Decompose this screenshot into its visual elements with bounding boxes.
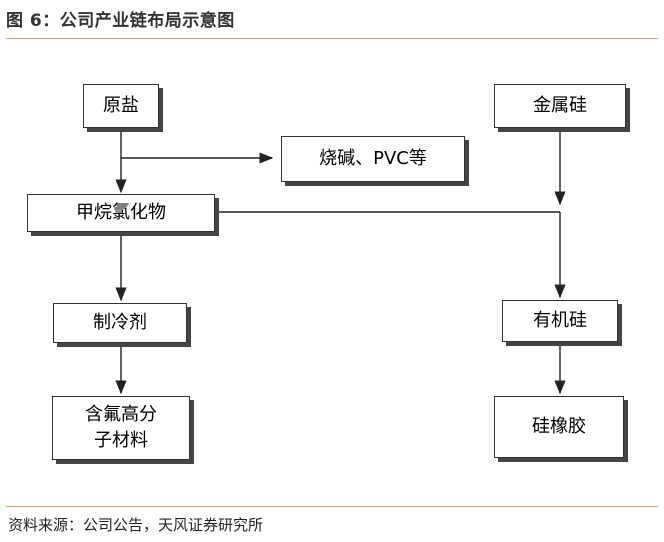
node-fluoropolymer: 含氟高分子材料 (52, 396, 190, 460)
source-note: 资料来源：公司公告，天风证券研究所 (8, 516, 264, 534)
node-refrigerant: 制冷剂 (53, 303, 187, 343)
figure-title: 图 6：公司产业链布局示意图 (6, 11, 235, 31)
node-silicon-metal: 金属硅 (494, 84, 626, 128)
node-silicone-rubber: 硅橡胶 (494, 396, 624, 458)
node-organosilicon: 有机硅 (502, 300, 618, 342)
node-raw-salt: 原盐 (83, 84, 159, 128)
node-caustic-pvc: 烧碱、PVC等 (281, 136, 465, 182)
node-methyl-chloride: 甲烷氯化物 (27, 194, 215, 232)
title-divider (6, 38, 658, 39)
footer-divider (6, 506, 658, 507)
